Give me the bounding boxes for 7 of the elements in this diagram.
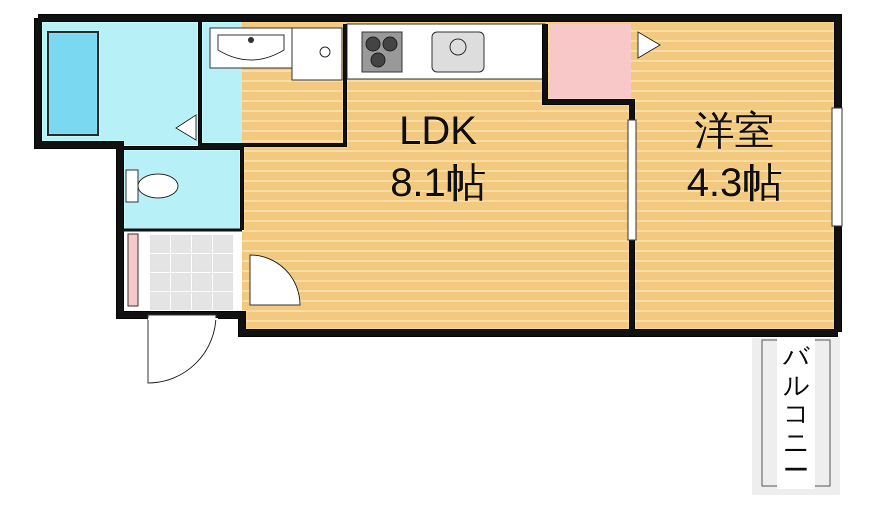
room-floor [632,22,837,332]
room-name: LDK [399,108,477,155]
room-area: 8.1帖 [390,157,486,209]
room-name: 洋室 [694,108,774,155]
room-area: 4.3帖 [686,157,782,209]
room-name: バルコニー [777,338,815,489]
balcony [752,332,840,495]
